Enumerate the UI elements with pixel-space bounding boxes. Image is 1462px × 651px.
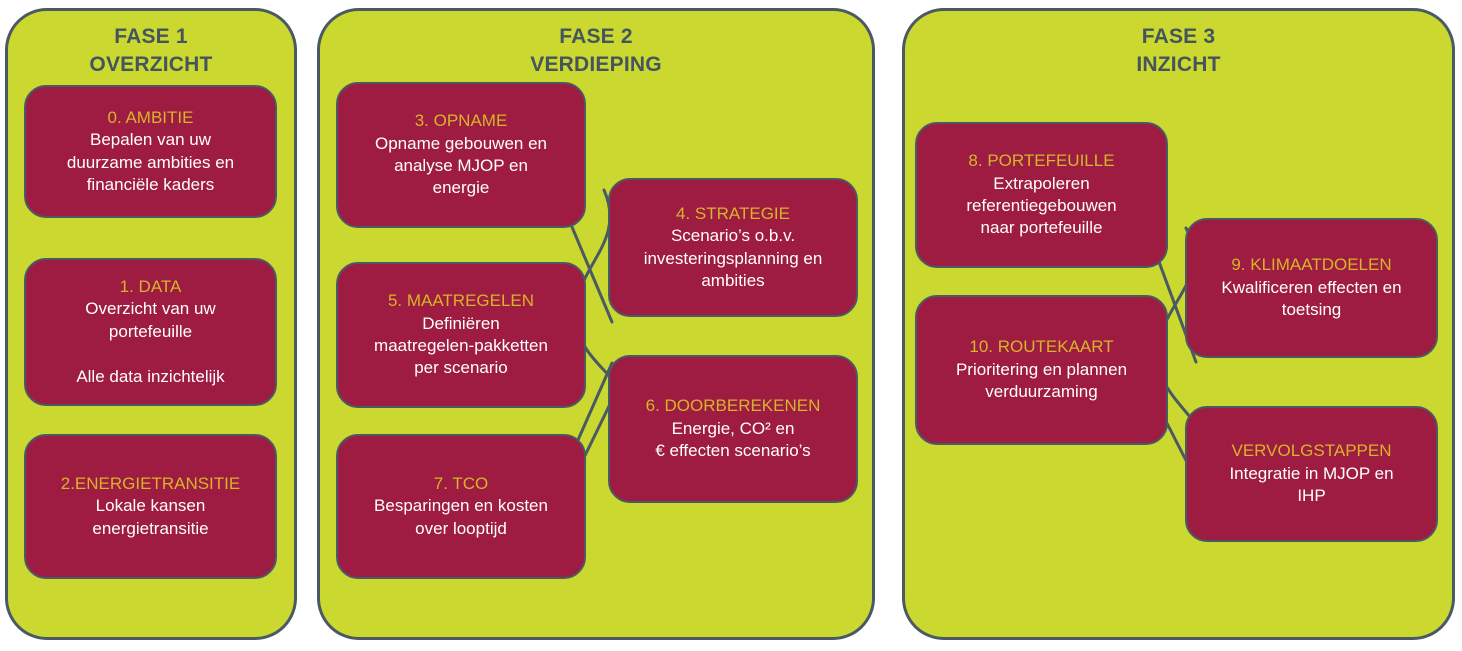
card-body: Overzicht van uw portefeuille Alle data … [76, 299, 225, 386]
card-heading: 3. OPNAME [414, 111, 508, 131]
card-heading: 1. DATA [119, 276, 182, 296]
card-body: Prioritering en plannen verduurzaming [955, 359, 1128, 402]
card-heading: VERVOLGSTAPPEN [1231, 441, 1392, 461]
card-heading: 7. TCO [433, 473, 489, 493]
card-body: Integratie in MJOP en IHP [1229, 463, 1394, 506]
card-2-energietransitie[interactable]: 2.ENERGIETRANSITIE Lokale kansen energie… [24, 434, 277, 579]
card-heading: 0. AMBITIE [107, 107, 194, 127]
card-4-strategie[interactable]: 4. STRATEGIE Scenario’s o.b.v. investeri… [608, 178, 858, 317]
card-9-klimaatdoelen[interactable]: 9. KLIMAATDOELEN Kwalificeren effecten e… [1185, 218, 1438, 358]
card-5-maatregelen[interactable]: 5. MAATREGELEN Definiëren maatregelen-pa… [336, 262, 586, 408]
card-7-tco[interactable]: 7. TCO Besparingen en kosten over loopti… [336, 434, 586, 579]
phase-title-fase-1: FASE 1 OVERZICHT [89, 25, 213, 76]
card-body: Bepalen van uw duurzame ambities en fina… [66, 130, 235, 194]
card-body: Extrapoleren referentiegebouwen naar por… [966, 173, 1117, 238]
card-heading: 6. DOORBEREKENEN [645, 396, 821, 416]
card-1-data[interactable]: 1. DATA Overzicht van uw portefeuille Al… [24, 258, 277, 406]
card-0-ambitie[interactable]: 0. AMBITIE Bepalen van uw duurzame ambit… [24, 85, 277, 218]
card-3-opname[interactable]: 3. OPNAME Opname gebouwen en analyse MJO… [336, 82, 586, 228]
card-8-portefeuille[interactable]: 8. PORTEFEUILLE Extrapoleren referentieg… [915, 122, 1168, 268]
card-heading: 10. ROUTEKAART [969, 337, 1114, 357]
card-body: Kwalificeren effecten en toetsing [1221, 277, 1402, 320]
card-heading: 2.ENERGIETRANSITIE [60, 473, 241, 493]
card-heading: 4. STRATEGIE [676, 203, 790, 223]
card-vervolgstappen[interactable]: VERVOLGSTAPPEN Integratie in MJOP en IHP [1185, 406, 1438, 542]
card-6-doorberekenen[interactable]: 6. DOORBEREKENEN Energie, CO² en € effec… [608, 355, 858, 503]
card-body: Lokale kansen energietransitie [92, 496, 209, 538]
card-body: Scenario’s o.b.v. investeringsplanning e… [643, 226, 823, 290]
card-body: Energie, CO² en € effecten scenario’s [655, 418, 811, 461]
phase-title-fase-2: FASE 2 VERDIEPING [530, 25, 662, 76]
card-10-routekaart[interactable]: 10. ROUTEKAART Prioritering en plannen v… [915, 295, 1168, 445]
card-body: Besparingen en kosten over looptijd [374, 496, 548, 538]
card-heading: 5. MAATREGELEN [387, 291, 535, 311]
card-heading: 9. KLIMAATDOELEN [1231, 255, 1392, 275]
card-body: Opname gebouwen en analyse MJOP en energ… [374, 133, 548, 198]
phase-title-fase-3: FASE 3 INZICHT [1136, 25, 1221, 76]
card-body: Definiëren maatregelen-pakketten per sce… [374, 313, 548, 378]
card-heading: 8. PORTEFEUILLE [968, 151, 1115, 171]
